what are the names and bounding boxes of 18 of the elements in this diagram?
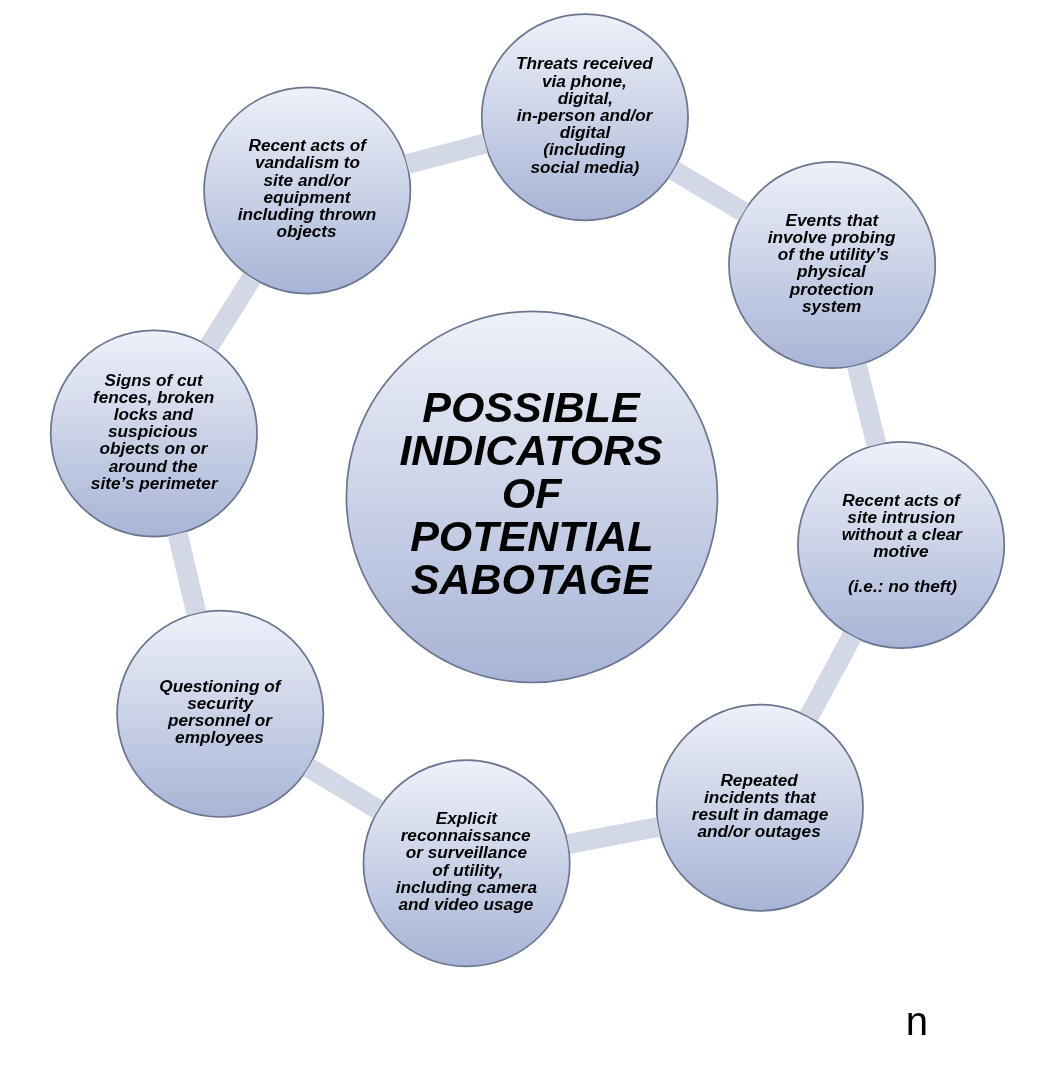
connector bbox=[846, 363, 886, 448]
node-circle: Explicit reconnaissance or surveillance of utility, including camera and video usage bbox=[362, 759, 571, 968]
node-circle: Repeated incidents that result in damage and/or outages bbox=[655, 703, 864, 912]
connector bbox=[302, 758, 383, 819]
connector bbox=[799, 631, 861, 722]
connector bbox=[404, 133, 488, 174]
node-circle: Events that involve probing of the utility’s physical protection system bbox=[727, 161, 936, 370]
node-circle: POSSIBLE INDICATORS OF POTENTIAL SABOTAGE bbox=[345, 310, 718, 684]
label: n bbox=[905, 998, 928, 1043]
node-circle: Recent acts of site intrusion without a clear motive (i.e.: no theft) bbox=[796, 440, 1005, 649]
node-circle: Recent acts of vandalism to site and/or equipment including thrown objects bbox=[202, 86, 411, 295]
connector bbox=[200, 272, 260, 352]
node-circle: Signs of cut fences, broken locks and suspicious objects on or around the site’s perimeter bbox=[49, 329, 258, 538]
node-circle: Threats received via phone, digital, in-person and/or digital (including social media) bbox=[480, 13, 689, 222]
connector bbox=[668, 161, 749, 221]
node-circle: Questioning of security personnel or employees bbox=[115, 609, 324, 818]
connector bbox=[566, 817, 660, 854]
connector bbox=[167, 531, 206, 616]
